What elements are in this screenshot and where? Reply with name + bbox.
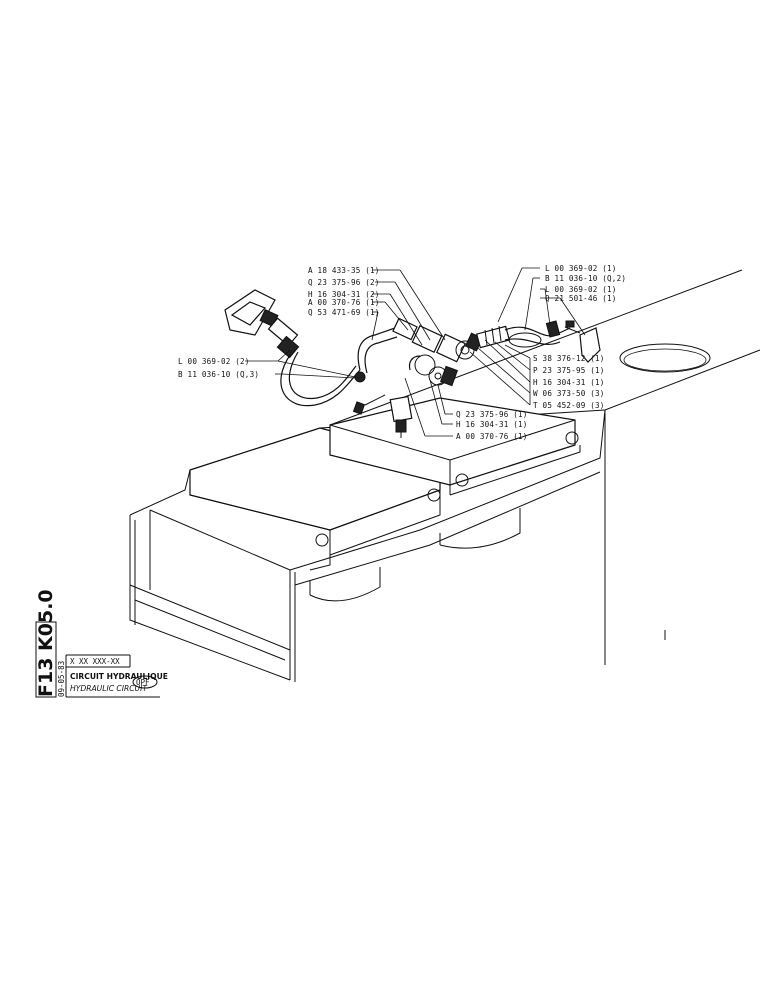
title-english: HYDRAULIC CIRCUIT — [70, 684, 148, 693]
callout-label: Q 53 471-69 (1) — [308, 308, 380, 317]
callout-label: Q 21 501-46 (1) — [545, 294, 617, 303]
callout-label: Q 23 375-96 (2) — [308, 278, 380, 287]
callouts-top-left: A 18 433-35 (1) Q 23 375-96 (2) H 16 304… — [308, 266, 380, 317]
callout-label: T 05 452-09 (3) — [533, 401, 605, 410]
callout-label: H 16 304-31 (2) — [308, 290, 380, 299]
callout-label: S 38 376-12 (1) — [533, 354, 605, 363]
callout-label: H 16 304-31 (1) — [533, 378, 605, 387]
callout-label: L 00 369-02 (1) — [545, 264, 617, 273]
callout-label: A 00 370-76 (1) — [308, 298, 380, 307]
callout-label: A 18 433-35 (1) — [308, 266, 380, 275]
callout-label: B 11 036-10 (Q,2) — [545, 274, 626, 283]
callout-label: W 06 373-50 (3) — [533, 389, 605, 398]
callout-label: Q 23 375-96 (1) — [456, 410, 528, 419]
callouts-left: L 00 369-02 (2) B 11 036-10 (Q,3) — [178, 357, 259, 379]
sheet-code: F13 K05.0 — [35, 589, 57, 697]
callout-label: L 00 369-02 (2) — [178, 357, 250, 366]
machine-frame — [129, 269, 761, 682]
title-french: CIRCUIT HYDRAULIQUE — [70, 672, 168, 681]
leader-lines — [245, 267, 586, 437]
callouts-right: S 38 376-12 (1) P 23 375-95 (1) H 16 304… — [533, 354, 605, 410]
callout-label: B 11 036-10 (Q,3) — [178, 370, 259, 379]
callout-label: L 00 369-02 (1) — [545, 285, 617, 294]
title-block: F13 K05.0 09-05-83 X XX XXX-XX CIRCUIT H… — [35, 589, 168, 698]
part-number-mask: X XX XXX-XX — [70, 657, 120, 666]
callouts-top-right: L 00 369-02 (1) B 11 036-10 (Q,2) L 00 3… — [545, 264, 626, 303]
pump-unit — [224, 289, 300, 359]
drawing-date: 09-05-83 — [57, 661, 66, 697]
callouts-bottom: Q 23 375-96 (1) H 16 304-31 (1) A 00 370… — [456, 410, 528, 441]
callout-label: P 23 375-95 (1) — [533, 366, 605, 375]
callout-label: H 16 304-31 (1) — [456, 420, 528, 429]
callout-label: A 00 370-76 (1) — [456, 432, 528, 441]
opf-badge: OPF — [136, 678, 150, 687]
